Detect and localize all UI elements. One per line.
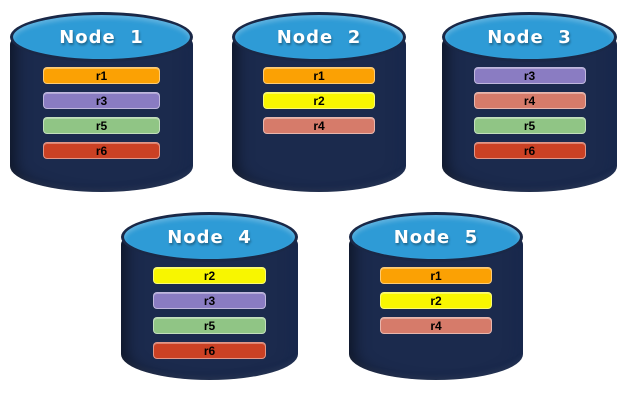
replica-bar-r6: r6 — [152, 342, 267, 359]
replica-label: r4 — [313, 118, 325, 133]
replica-label: r6 — [95, 143, 108, 158]
cylinder-top: Node 1 — [10, 12, 193, 62]
replica-list: r1 r2 r4 — [349, 267, 523, 334]
replica-label: r5 — [523, 118, 536, 133]
replica-label: r3 — [203, 293, 216, 308]
replica-label: r5 — [95, 118, 108, 133]
replica-bar-r1: r1 — [263, 67, 375, 84]
replica-label: r2 — [313, 93, 325, 108]
replica-label: r6 — [203, 343, 216, 358]
replica-label: r6 — [523, 143, 536, 158]
replica-bar-r1: r1 — [42, 67, 161, 84]
replica-list: r2 r3 r5 r6 — [121, 267, 298, 359]
node-title: Node 1 — [59, 26, 144, 48]
replica-bar-r4: r4 — [263, 117, 375, 134]
replica-bar-r3: r3 — [42, 92, 161, 109]
cylinder-top: Node 3 — [442, 12, 617, 62]
replica-bar-r3: r3 — [152, 292, 267, 309]
replica-label: r1 — [95, 68, 108, 83]
node-3: Node 3 r3 r4 r5 r6 — [442, 12, 617, 192]
replica-label: r4 — [430, 318, 442, 333]
cylinder-body — [232, 37, 406, 192]
node-4: Node 4 r2 r3 r5 r6 — [121, 212, 298, 380]
replica-bar-r5: r5 — [473, 117, 586, 134]
replica-label: r5 — [203, 318, 216, 333]
replica-bar-r2: r2 — [263, 92, 375, 109]
cylinder-body — [10, 37, 193, 192]
replica-list: r1 r2 r4 — [232, 67, 406, 134]
node-2: Node 2 r1 r2 r4 — [232, 12, 406, 192]
replica-label: r1 — [313, 68, 325, 83]
replica-label: r3 — [95, 93, 108, 108]
node-title: Node 3 — [487, 26, 572, 48]
replica-bar-r2: r2 — [380, 292, 492, 309]
replica-bar-r4: r4 — [473, 92, 586, 109]
replica-label: r4 — [523, 93, 536, 108]
replica-bar-r6: r6 — [42, 142, 161, 159]
replica-bar-r4: r4 — [380, 317, 492, 334]
replica-list: r3 r4 r5 r6 — [442, 67, 617, 159]
cylinder-top: Node 5 — [349, 212, 523, 262]
node-5: Node 5 r1 r2 r4 — [349, 212, 523, 380]
replica-label: r2 — [430, 293, 442, 308]
replica-label: r3 — [523, 68, 536, 83]
cylinder-top: Node 2 — [232, 12, 406, 62]
replica-list: r1 r3 r5 r6 — [10, 67, 193, 159]
node-title: Node 4 — [167, 226, 252, 248]
replica-label: r2 — [203, 268, 216, 283]
node-title: Node 5 — [393, 226, 479, 248]
node-1: Node 1 r1 r3 r5 r6 — [10, 12, 193, 192]
replica-bar-r1: r1 — [380, 267, 492, 284]
replica-bar-r3: r3 — [473, 67, 586, 84]
replica-bar-r2: r2 — [152, 267, 267, 284]
node-title: Node 2 — [276, 26, 362, 48]
cylinder-top: Node 4 — [121, 212, 298, 262]
replica-bar-r5: r5 — [42, 117, 161, 134]
replica-bar-r6: r6 — [473, 142, 586, 159]
cylinder-body — [442, 37, 617, 192]
replica-label: r1 — [430, 268, 442, 283]
replica-bar-r5: r5 — [152, 317, 267, 334]
